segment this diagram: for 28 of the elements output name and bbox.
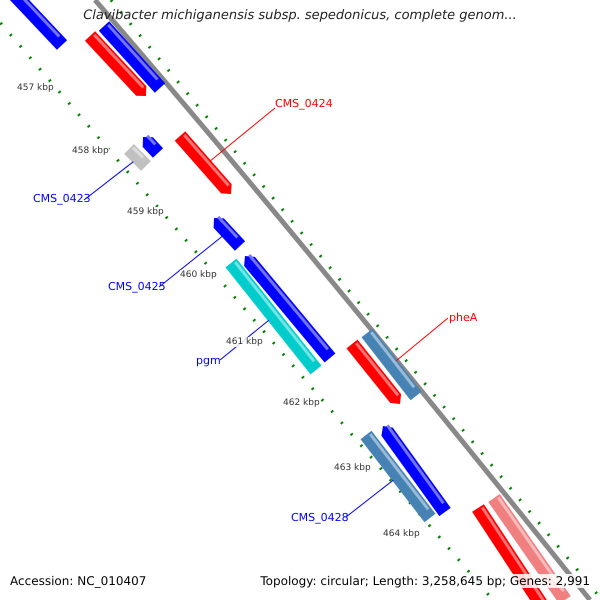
gene-bar: [174, 131, 232, 194]
tick-label: 464 kbp: [383, 529, 420, 539]
tick-label: 463 kbp: [334, 463, 371, 473]
gene-label: CMS_0425: [108, 280, 166, 293]
tick-label: 460 kbp: [180, 270, 217, 280]
gene-bar: [124, 144, 151, 171]
tick-label: 457 kbp: [17, 83, 54, 93]
tick-label: 458 kbp: [72, 146, 109, 156]
leader-line: [346, 480, 394, 518]
gene-bar: [142, 134, 164, 158]
gene-bar: [84, 31, 146, 96]
leader-line: [84, 161, 134, 200]
leader-line: [210, 108, 276, 162]
gene-label: CMS_0424: [275, 97, 333, 110]
leader-line: [158, 236, 224, 288]
tick-label: 462 kbp: [283, 398, 320, 408]
summary-text: Topology: circular; Length: 3,258,645 bp; Genes: 2,991: [260, 574, 590, 588]
gene-bar: [214, 216, 246, 251]
gene-bar: [346, 340, 402, 404]
gene-label: CMS_0428: [291, 511, 349, 524]
tick-label: 461 kbp: [226, 337, 263, 347]
title: Clavibacter michiganensis subsp. sepedonicus, complete genom...: [82, 8, 518, 23]
accession-text: Accession: NC_010407: [10, 574, 146, 588]
gene-label: CMS_0423: [33, 192, 91, 205]
tick-label: 459 kbp: [127, 207, 164, 217]
gene-label: pgm: [196, 354, 221, 367]
leader-line: [396, 318, 448, 362]
gene-label: pheA: [449, 311, 478, 324]
